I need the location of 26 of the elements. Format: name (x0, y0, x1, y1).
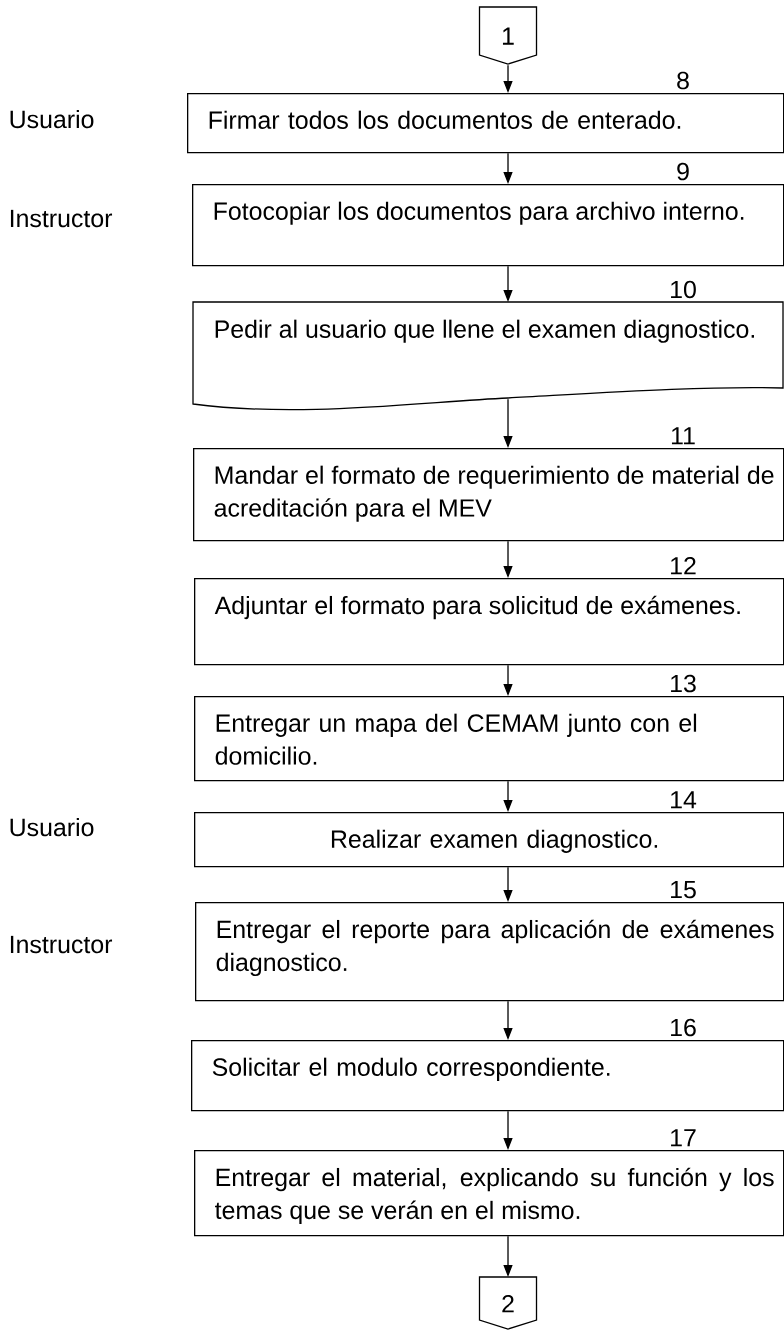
role-label: Usuario (10, 109, 94, 129)
process-box: Entregar un mapa del CEMAM junto con el domicilio. (194, 696, 784, 782)
process-box: Entregar el material, explicando su función y los temas que se verán en el mismo. (194, 1150, 784, 1237)
role-label: Instructor (10, 935, 113, 954)
process-box: Realizar examen diagnostico. (194, 812, 784, 868)
step-number: 11 (671, 427, 695, 445)
role-label: Instructor (10, 209, 113, 228)
step-number: 8 (677, 71, 689, 90)
process-box: Adjuntar el formato para solicitud de exámenes. (194, 578, 784, 666)
step-number: 12 (671, 556, 696, 575)
process-box: Entregar el reporte para aplicación de exámenes diagnostico. (195, 902, 784, 1002)
step-number: 17 (671, 1129, 696, 1147)
process-box: Firmar todos los documentos de enterado. (187, 93, 784, 154)
step-number: 16 (671, 1018, 696, 1037)
step-number: 14 (671, 791, 697, 809)
role-label: Usuario (10, 817, 94, 837)
step-number: 13 (671, 674, 696, 693)
process-box: Solicitar el modulo correspondiente. (191, 1040, 784, 1112)
process-box: Mandar el formato de requerimiento de material de acreditación para el MEV (193, 448, 784, 542)
step-number: 9 (677, 162, 689, 181)
document-box: Pedir al usuario que llene el examen diagnostico. (192, 301, 784, 411)
step-number: 15 (671, 881, 696, 899)
off-page-connector: 2 (478, 1276, 538, 1330)
process-box: Fotocopiar los documentos para archivo interno. (192, 184, 784, 267)
off-page-connector: 1 (478, 6, 538, 65)
step-number: 10 (671, 280, 696, 299)
